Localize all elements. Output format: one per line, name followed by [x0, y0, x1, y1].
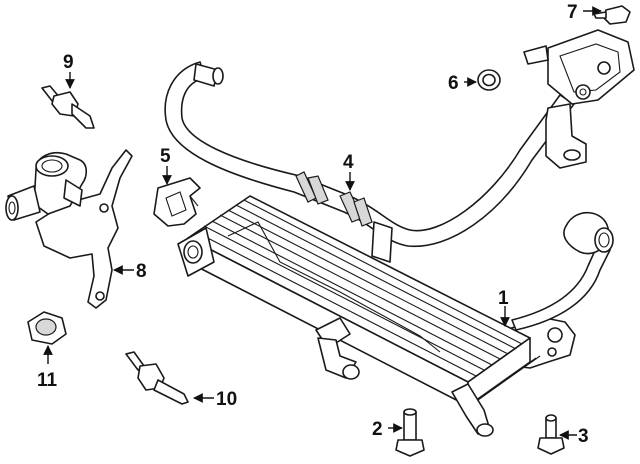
- callout-6: 6: [448, 73, 477, 94]
- callout-9-label: 9: [63, 52, 74, 73]
- callout-2: 2: [372, 419, 403, 440]
- callout-7-label: 7: [567, 2, 578, 23]
- callout-11-label: 11: [37, 370, 58, 391]
- callout-11: 11: [37, 345, 58, 391]
- callout-3: 3: [559, 426, 589, 447]
- callout-3-label: 3: [578, 426, 589, 447]
- thermostat-valve: [5, 149, 133, 309]
- fitting-9: [41, 85, 95, 129]
- oil-cooler: [177, 195, 614, 437]
- nut-11: [27, 311, 67, 345]
- bolt-3: [537, 414, 565, 455]
- hose-clip: [153, 177, 201, 227]
- callout-4: 4: [343, 152, 355, 191]
- o-ring: [477, 69, 501, 91]
- callout-2-label: 2: [372, 419, 383, 440]
- bolt-2: [395, 408, 425, 457]
- callout-1-label: 1: [498, 288, 509, 309]
- callout-7: 7: [567, 2, 602, 23]
- callout-8: 8: [113, 261, 147, 282]
- upper-bracket: [523, 29, 635, 169]
- cooler-hose: [164, 61, 575, 263]
- callout-9: 9: [63, 52, 75, 89]
- callout-10-label: 10: [216, 389, 237, 410]
- callout-6-label: 6: [448, 73, 459, 94]
- callout-5-label: 5: [160, 146, 171, 167]
- callout-8-label: 8: [136, 261, 147, 282]
- stud-10: [125, 351, 189, 405]
- callout-10: 10: [193, 389, 237, 410]
- bolt-7: [593, 5, 631, 25]
- callout-1: 1: [498, 288, 510, 327]
- callout-5: 5: [160, 146, 172, 185]
- callout-4-label: 4: [343, 152, 354, 173]
